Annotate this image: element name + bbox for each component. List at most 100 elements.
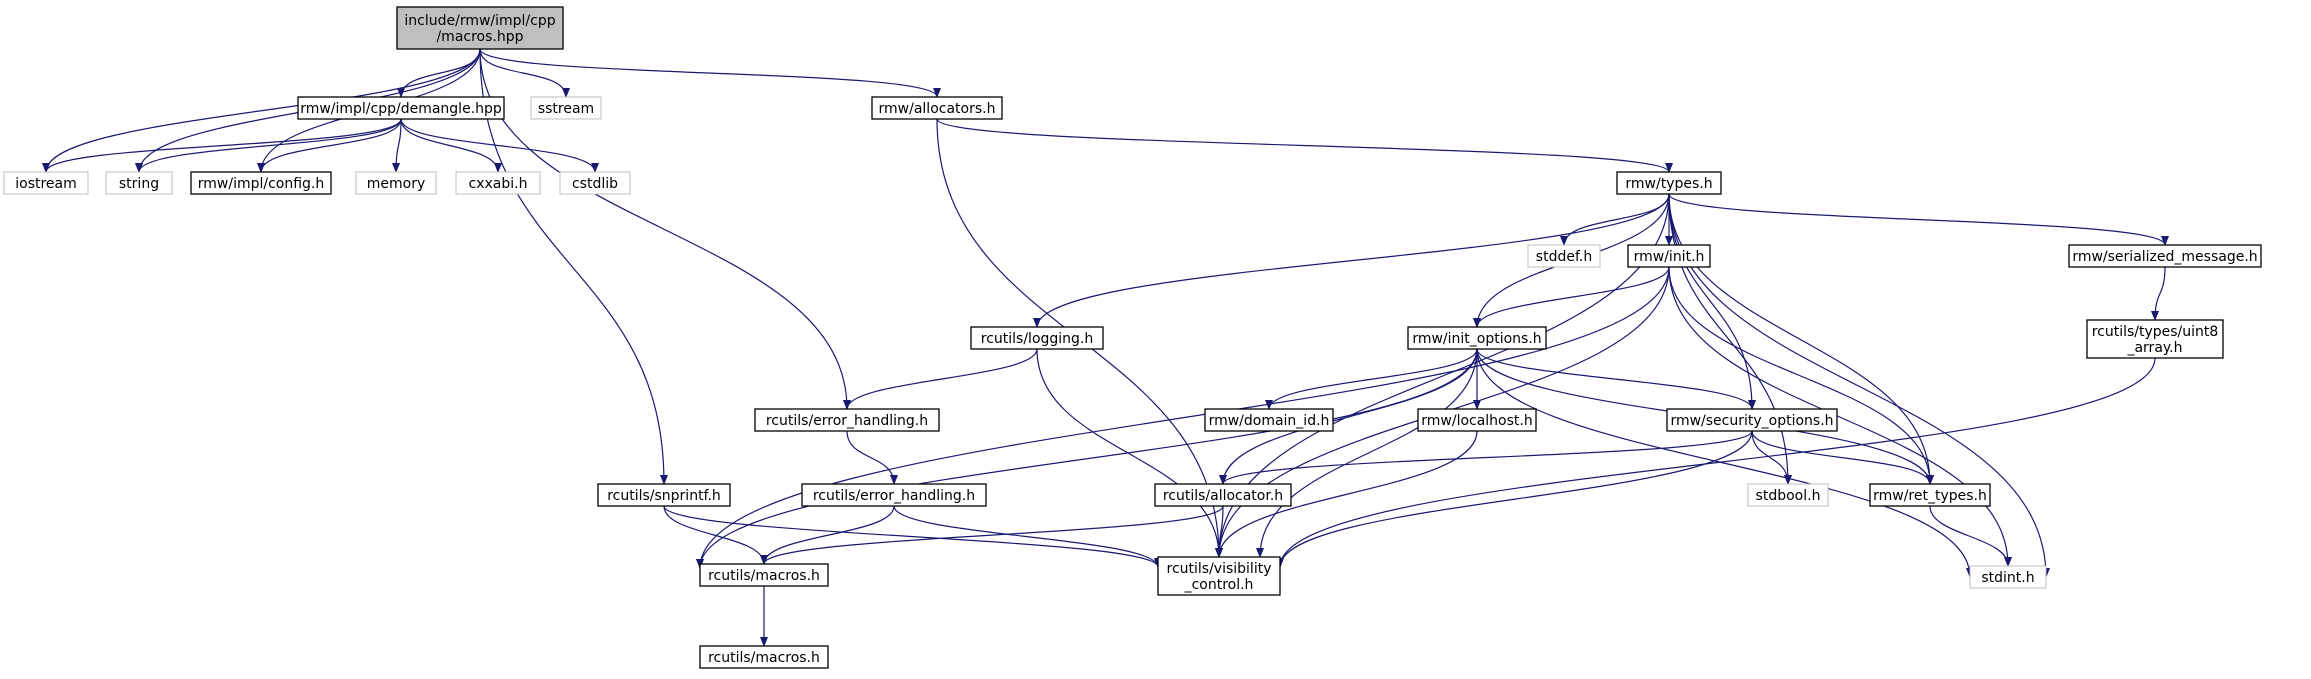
edge-types-to-stdint <box>1668 193 2050 578</box>
edge-types-to-security <box>1668 193 1756 410</box>
node-macros2[interactable]: rcutils/macros.h <box>699 645 829 669</box>
node-cxxabi-label: cxxabi.h <box>469 176 528 192</box>
edge-ret_types-to-stdint <box>1929 505 2012 567</box>
node-stdint: stdint.h <box>1969 565 2047 589</box>
node-root[interactable]: include/rmw/impl/cpp/macros.hpp <box>396 6 564 50</box>
edge-allocators-to-types <box>936 118 1673 173</box>
edge-localhost-to-visibility <box>1215 430 1478 558</box>
node-stdbool-label: stdbool.h <box>1756 488 1821 504</box>
node-snprintf-box <box>597 483 731 507</box>
edge-init_options-to-stdint <box>1476 348 1974 578</box>
edge-init_options-to-visibility <box>1256 348 1478 558</box>
node-demangle[interactable]: rmw/impl/cpp/demangle.hpp <box>297 96 505 120</box>
node-root-box <box>396 6 564 50</box>
edge-types-to-stddef <box>1560 193 1670 246</box>
node-allocators-label: rmw/allocators.h <box>879 101 996 117</box>
node-macros1-box <box>699 563 829 587</box>
node-init_options-box <box>1407 326 1547 350</box>
edge-root-to-snprintf <box>479 48 668 485</box>
node-allocator-label: rcutils/allocator.h <box>1163 488 1283 504</box>
node-stdbool: stdbool.h <box>1747 483 1829 507</box>
node-ret_types-box <box>1869 483 1991 507</box>
node-memory-label: memory <box>367 176 426 192</box>
edge-demangle-to-config <box>257 118 402 173</box>
node-config-label: rmw/impl/config.h <box>198 176 325 192</box>
node-cstdlib: cstdlib <box>559 171 631 195</box>
edge-error1-to-error2 <box>846 430 898 485</box>
node-init[interactable]: rmw/init.h <box>1627 244 1711 268</box>
node-serialized-box <box>2068 244 2262 268</box>
node-visibility-label: rcutils/visibility <box>1167 561 1272 577</box>
node-iostream-box <box>3 171 89 195</box>
node-root-label: /macros.hpp <box>436 29 523 45</box>
edge-security-to-ret_types <box>1751 430 1934 485</box>
edge-types-to-serialized <box>1668 193 2169 246</box>
node-security-label: rmw/security_options.h <box>1670 413 1833 429</box>
node-macros2-box <box>699 645 829 669</box>
node-string-box <box>105 171 173 195</box>
node-visibility[interactable]: rcutils/visibility_control.h <box>1157 556 1281 596</box>
node-domain-box <box>1204 408 1334 432</box>
edge-demangle-to-memory <box>392 118 402 173</box>
node-security-box <box>1666 408 1838 432</box>
node-security[interactable]: rmw/security_options.h <box>1666 408 1838 432</box>
node-config-box <box>190 171 332 195</box>
node-logging-label: rcutils/logging.h <box>981 331 1094 347</box>
node-uint8-label: _array.h <box>2126 340 2182 356</box>
node-macros1[interactable]: rcutils/macros.h <box>699 563 829 587</box>
node-domain-label: rmw/domain_id.h <box>1209 413 1330 429</box>
dependency-edges <box>42 48 2169 647</box>
node-sstream-label: sstream <box>538 101 594 117</box>
node-snprintf-label: rcutils/snprintf.h <box>607 488 721 504</box>
node-domain[interactable]: rmw/domain_id.h <box>1204 408 1334 432</box>
node-string: string <box>105 171 173 195</box>
node-cstdlib-box <box>559 171 631 195</box>
edge-security-to-visibility <box>1276 430 1753 568</box>
node-config[interactable]: rmw/impl/config.h <box>190 171 332 195</box>
node-uint8[interactable]: rcutils/types/uint8_array.h <box>2086 319 2224 359</box>
edge-init-to-ret_types <box>1668 266 1934 485</box>
node-types-label: rmw/types.h <box>1625 176 1712 192</box>
node-init_options-label: rmw/init_options.h <box>1412 331 1541 347</box>
node-memory: memory <box>355 171 437 195</box>
edge-root-to-allocators <box>479 48 941 98</box>
node-error2[interactable]: rcutils/error_handling.h <box>801 483 987 507</box>
node-error1[interactable]: rcutils/error_handling.h <box>754 408 940 432</box>
edge-serialized-to-uint8 <box>2151 266 2166 321</box>
edge-security-to-stdbool <box>1751 430 1792 485</box>
node-logging-box <box>970 326 1104 350</box>
node-stddef-box <box>1527 244 1601 268</box>
node-logging[interactable]: rcutils/logging.h <box>970 326 1104 350</box>
node-allocators[interactable]: rmw/allocators.h <box>871 96 1003 120</box>
node-iostream-label: iostream <box>15 176 77 192</box>
dependency-nodes: include/rmw/impl/cpp/macros.hpp rmw/impl/… <box>3 6 2262 669</box>
node-uint8-box <box>2086 319 2224 359</box>
node-string-label: string <box>119 176 159 192</box>
node-serialized-label: rmw/serialized_message.h <box>2072 249 2257 265</box>
node-localhost-label: rmw/localhost.h <box>1421 413 1532 429</box>
node-localhost-box <box>1417 408 1537 432</box>
edge-snprintf-to-visibility <box>663 505 1162 568</box>
node-sstream-box <box>530 96 602 120</box>
edge-uint8-to-visibility <box>1276 357 2156 568</box>
node-localhost[interactable]: rmw/localhost.h <box>1417 408 1537 432</box>
node-sstream: sstream <box>530 96 602 120</box>
edge-root-to-sstream <box>479 48 570 98</box>
node-allocator[interactable]: rcutils/allocator.h <box>1154 483 1292 507</box>
edge-init_options-to-macros1 <box>696 348 1478 569</box>
node-stddef-label: stddef.h <box>1536 249 1592 265</box>
node-cstdlib-label: cstdlib <box>572 176 618 192</box>
edge-demangle-to-iostream <box>42 118 402 173</box>
edge-allocator-to-visibility <box>1215 505 1224 558</box>
edge-snprintf-to-macros1 <box>663 505 768 565</box>
node-allocators-box <box>871 96 1003 120</box>
node-init_options[interactable]: rmw/init_options.h <box>1407 326 1547 350</box>
node-types[interactable]: rmw/types.h <box>1616 171 1722 195</box>
node-snprintf[interactable]: rcutils/snprintf.h <box>597 483 731 507</box>
node-macros2-label: rcutils/macros.h <box>708 650 820 666</box>
node-ret_types[interactable]: rmw/ret_types.h <box>1869 483 1991 507</box>
node-serialized[interactable]: rmw/serialized_message.h <box>2068 244 2262 268</box>
edge-error2-to-visibility <box>893 505 1162 568</box>
node-cxxabi-box <box>455 171 541 195</box>
